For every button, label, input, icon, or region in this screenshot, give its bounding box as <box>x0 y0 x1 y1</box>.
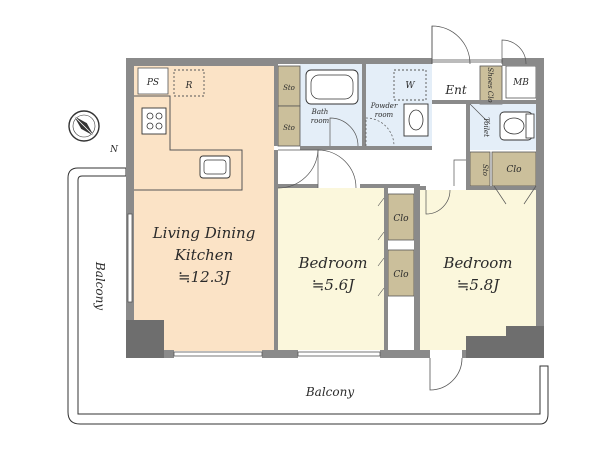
powder-room-label-line1: Powder <box>370 102 398 110</box>
compass-icon <box>68 110 100 142</box>
washer-label: W <box>405 81 415 91</box>
ldk-size: ≒12.3J <box>178 268 231 286</box>
bedroom-center-floor <box>278 188 384 350</box>
balcony-outline <box>67 167 549 425</box>
bedroom-right-name: Bedroom <box>443 254 513 272</box>
washer-space <box>393 69 427 101</box>
sink-icon <box>199 155 231 179</box>
powder-door <box>365 117 395 147</box>
ldk-name-line1: Living Dining <box>152 224 256 242</box>
storage-label-hall: Sto <box>481 164 489 176</box>
shoes-door <box>501 39 527 65</box>
bathroom-label-line1: Bath <box>311 108 329 116</box>
compass-north-label: N <box>109 145 119 155</box>
bedroom-center-size: ≒5.6J <box>312 276 355 294</box>
kitchen-counter <box>134 95 243 191</box>
ldk-name-line2: Kitchen <box>174 246 234 264</box>
bathroom-label-line2: room <box>311 117 330 125</box>
washbasin-icon <box>403 103 429 137</box>
bedroom-center-door <box>317 149 357 189</box>
windows <box>127 59 503 357</box>
balcony-bottom-label: Balcony <box>305 385 354 399</box>
closet-hall-door <box>493 185 537 205</box>
entrance-label: Ent <box>444 83 466 97</box>
columns <box>126 320 544 358</box>
closet-hall <box>491 151 537 187</box>
shoes-closet-label: Shoes Clo <box>486 67 494 102</box>
closet-bedroom-lower <box>387 249 415 297</box>
closet-label-hall: Clo <box>506 165 522 175</box>
entrance-door <box>431 25 471 65</box>
stove-icon <box>141 107 167 135</box>
pipe-space <box>137 67 169 95</box>
bath-door <box>329 117 359 147</box>
toilet-label: Toilet <box>482 117 490 137</box>
pipe-space-label: PS <box>146 78 159 88</box>
storage-label-lower: Sto <box>283 124 295 132</box>
refrigerator-label: R <box>185 81 193 91</box>
toilet-door <box>469 103 491 125</box>
bedroom-right-door <box>425 189 451 215</box>
powder-room-label-line2: room <box>375 111 394 119</box>
ldk-door <box>277 149 319 189</box>
bedroom-right-size: ≒5.8J <box>457 276 500 294</box>
bedroom-right-floor <box>420 190 536 350</box>
hall-storage-door <box>453 159 466 186</box>
meter-box-label: MB <box>512 78 529 88</box>
balcony-door <box>429 357 463 391</box>
bathtub-icon <box>305 69 359 105</box>
balcony-left-label: Balcony <box>93 261 107 310</box>
closet-label-bedroom-upper: Clo <box>393 214 409 224</box>
closet-label-bedroom-lower: Clo <box>393 270 409 280</box>
bedroom-center-name: Bedroom <box>298 254 368 272</box>
storage-label-upper: Sto <box>283 84 295 92</box>
closet-door-marks <box>377 197 385 297</box>
